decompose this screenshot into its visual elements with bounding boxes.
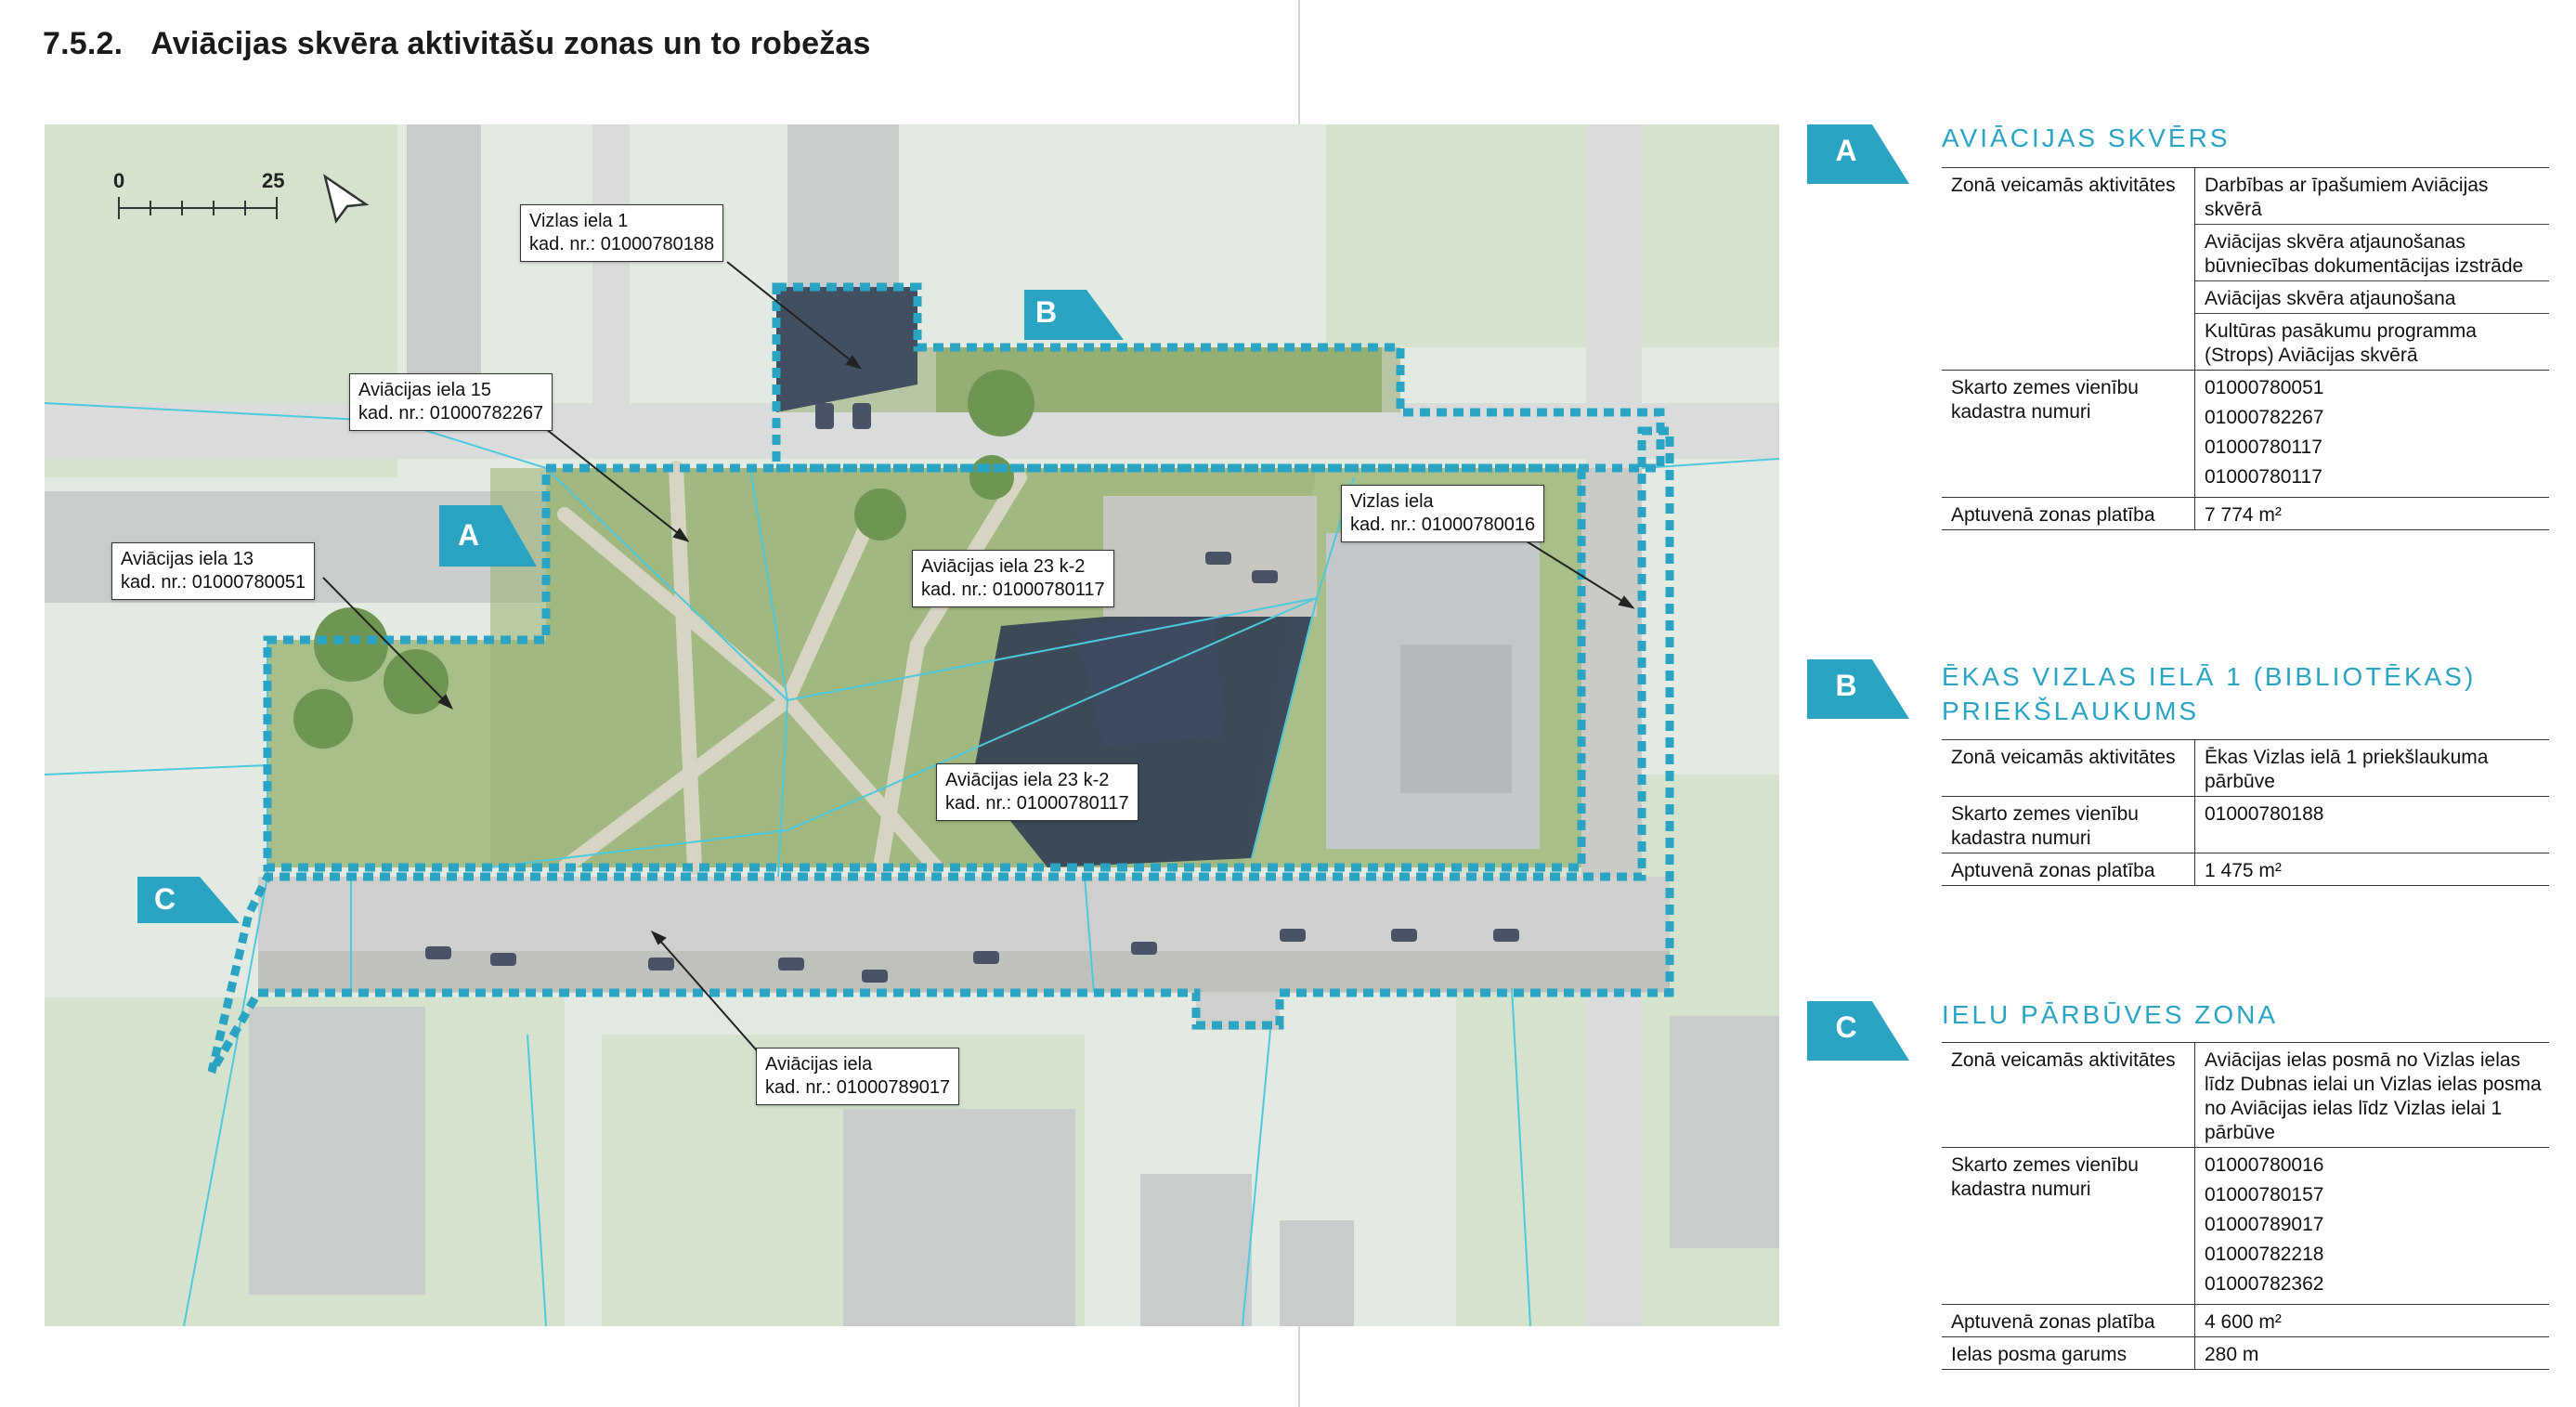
callout-cadastre: kad. nr.: 01000789017 bbox=[765, 1077, 951, 1098]
row-key: Aptuvenā zonas platība bbox=[1942, 853, 2195, 886]
row-value-list: 01000780051 01000782267 01000780117 0100… bbox=[2194, 370, 2549, 498]
cadastre-number: 01000780157 bbox=[2205, 1184, 2324, 1205]
row-value: 1 475 m² bbox=[2194, 853, 2549, 886]
row-key: Ielas posma garums bbox=[1942, 1336, 2195, 1370]
row-key: Skarto zemes vienību kadastra numuri bbox=[1942, 370, 2195, 498]
cadastre-number: 01000780117 bbox=[2205, 436, 2322, 458]
callout-address: Vizlas iela 1 bbox=[529, 211, 629, 231]
zone-a-title: AVIĀCIJAS SKVĒRS bbox=[1942, 121, 2230, 155]
section-number: 7.5.2. bbox=[43, 26, 124, 61]
callout-address: Aviācijas iela 15 bbox=[358, 380, 492, 400]
row-key: Zonā veicamās aktivitātes bbox=[1942, 167, 2195, 371]
aerial-map[interactable]: 0 25 B A C Vizlas iela 1 kad. nr.: 01000… bbox=[45, 124, 1779, 1326]
callout-aviacijas-iela-13[interactable]: Aviācijas iela 13 kad. nr.: 01000780051 bbox=[111, 542, 316, 600]
row-key: Zonā veicamās aktivitātes bbox=[1942, 1042, 2195, 1148]
zone-b-title-line: ĒKAS VIZLAS IELĀ 1 (BIBLIOTĒKAS) bbox=[1942, 662, 2477, 691]
callout-cadastre: kad. nr.: 01000780117 bbox=[921, 580, 1105, 600]
callout-cadastre: kad. nr.: 01000782267 bbox=[358, 403, 544, 423]
table-row: Skarto zemes vienību kadastra numuri 010… bbox=[1942, 796, 2549, 853]
table-row: Aptuvenā zonas platība 4 600 m² bbox=[1942, 1304, 2549, 1337]
zone-c-badge-letter: C bbox=[1835, 1010, 1857, 1044]
north-arrow-icon bbox=[322, 174, 370, 224]
table-row: Aviācijas skvēra atjaunošanas būvniecība… bbox=[1942, 224, 2549, 281]
callout-cadastre: kad. nr.: 01000780051 bbox=[121, 572, 306, 593]
callout-cadastre: kad. nr.: 01000780117 bbox=[945, 793, 1129, 814]
row-key: Aptuvenā zonas platība bbox=[1942, 497, 2195, 530]
table-row: Skarto zemes vienību kadastra numuri 010… bbox=[1942, 1147, 2549, 1305]
map-badge-b: B bbox=[1035, 295, 1058, 329]
zone-c-panel: C IELU PĀRBŪVES ZONA Zonā veicamās aktiv… bbox=[1807, 1000, 2550, 1391]
callout-address: Aviācijas iela 23 k-2 bbox=[921, 556, 1086, 577]
zone-c-table: Zonā veicamās aktivitātes Aviācijas iela… bbox=[1942, 1042, 2549, 1370]
cadastre-number: 01000780051 bbox=[2205, 377, 2324, 398]
callout-address: Vizlas iela bbox=[1350, 491, 1434, 512]
table-row: Zonā veicamās aktivitātes Ēkas Vizlas ie… bbox=[1942, 739, 2549, 797]
zone-b-table: Zonā veicamās aktivitātes Ēkas Vizlas ie… bbox=[1942, 739, 2549, 886]
zone-b-badge-letter: B bbox=[1835, 669, 1857, 702]
zone-a-badge-letter: A bbox=[1835, 134, 1857, 167]
cadastre-number: 01000789017 bbox=[2205, 1214, 2324, 1235]
callout-vizlas-iela[interactable]: Vizlas iela kad. nr.: 01000780016 bbox=[1341, 485, 1545, 542]
callout-aviacijas-iela[interactable]: Aviācijas iela kad. nr.: 01000789017 bbox=[756, 1048, 960, 1105]
row-value: Darbības ar īpašumiem Aviācijas skvērā bbox=[2194, 167, 2549, 225]
row-key: Aptuvenā zonas platība bbox=[1942, 1304, 2195, 1337]
zone-b-title-line: PRIEKŠLAUKUMS bbox=[1942, 697, 2200, 725]
row-key: Skarto zemes vienību kadastra numuri bbox=[1942, 796, 2195, 853]
table-row: Skarto zemes vienību kadastra numuri 010… bbox=[1942, 370, 2549, 498]
callout-aviacijas-iela-23k2-south[interactable]: Aviācijas iela 23 k-2 kad. nr.: 01000780… bbox=[936, 763, 1138, 821]
zone-a-table: Zonā veicamās aktivitātes Darbības ar īp… bbox=[1942, 167, 2549, 530]
row-value: Aviācijas ielas posmā no Vizlas ielas lī… bbox=[2194, 1042, 2549, 1148]
zone-a-badge: A bbox=[1807, 124, 1909, 184]
callout-address: Aviācijas iela bbox=[765, 1054, 873, 1075]
callout-aviacijas-iela-23k2-north[interactable]: Aviācijas iela 23 k-2 kad. nr.: 01000780… bbox=[912, 550, 1114, 607]
row-value: 4 600 m² bbox=[2194, 1304, 2549, 1337]
table-row: Kultūras pasākumu programma (Strops) Avi… bbox=[1942, 313, 2549, 371]
zone-c-badge: C bbox=[1807, 1001, 1909, 1061]
row-value: 01000780188 bbox=[2194, 796, 2549, 853]
table-row: Zonā veicamās aktivitātes Darbības ar īp… bbox=[1942, 167, 2549, 371]
cadastre-number: 01000782267 bbox=[2205, 407, 2324, 428]
row-value: 7 774 m² bbox=[2194, 497, 2549, 530]
row-value: Ēkas Vizlas ielā 1 priekšlaukuma pārbūve bbox=[2194, 739, 2549, 797]
table-row: Ielas posma garums 280 m bbox=[1942, 1336, 2549, 1370]
map-badge-c: C bbox=[154, 882, 176, 916]
zone-a-title-line: AVIĀCIJAS SKVĒRS bbox=[1942, 124, 2231, 152]
map-drawing bbox=[45, 124, 1779, 1326]
cadastre-number: 01000780117 bbox=[2205, 466, 2322, 488]
row-value: Aviācijas skvēra atjaunošanas būvniecība… bbox=[2194, 224, 2549, 281]
row-value: Kultūras pasākumu programma (Strops) Avi… bbox=[2194, 313, 2549, 371]
cadastre-number: 01000780016 bbox=[2205, 1154, 2324, 1176]
zone-b-title: ĒKAS VIZLAS IELĀ 1 (BIBLIOTĒKAS) PRIEKŠL… bbox=[1942, 659, 2476, 728]
table-row: Aptuvenā zonas platība 1 475 m² bbox=[1942, 853, 2549, 886]
scale-end-label: 25 bbox=[262, 169, 285, 192]
row-value: 280 m bbox=[2194, 1336, 2549, 1370]
zone-c-title: IELU PĀRBŪVES ZONA bbox=[1942, 997, 2278, 1032]
row-value-list: 01000780016 01000780157 01000789017 0100… bbox=[2194, 1147, 2549, 1305]
map-badge-a: A bbox=[458, 518, 480, 552]
callout-cadastre: kad. nr.: 01000780016 bbox=[1350, 515, 1536, 535]
table-row: Aviācijas skvēra atjaunošana bbox=[1942, 280, 2549, 314]
callout-address: Aviācijas iela 23 k-2 bbox=[945, 770, 1110, 790]
zone-a-panel: A AVIĀCIJAS SKVĒRS Zonā veicamās aktivit… bbox=[1807, 124, 2550, 561]
zone-b-panel: B ĒKAS VIZLAS IELĀ 1 (BIBLIOTĒKAS) PRIEK… bbox=[1807, 659, 2550, 901]
page-title: 7.5.2. Aviācijas skvēra aktivitāšu zonas … bbox=[43, 26, 871, 62]
section-title: Aviācijas skvēra aktivitāšu zonas un to … bbox=[150, 26, 871, 61]
scale-start-label: 0 bbox=[113, 169, 125, 192]
zone-c-title-line: IELU PĀRBŪVES ZONA bbox=[1942, 1000, 2279, 1029]
cadastre-number: 01000782362 bbox=[2205, 1273, 2324, 1295]
table-row: Zonā veicamās aktivitātes Aviācijas iela… bbox=[1942, 1042, 2549, 1148]
callout-cadastre: kad. nr.: 01000780188 bbox=[529, 234, 715, 254]
callout-address: Aviācijas iela 13 bbox=[121, 549, 254, 569]
callout-vizlas-iela-1[interactable]: Vizlas iela 1 kad. nr.: 01000780188 bbox=[520, 204, 724, 262]
row-key: Zonā veicamās aktivitātes bbox=[1942, 739, 2195, 797]
row-key: Skarto zemes vienību kadastra numuri bbox=[1942, 1147, 2195, 1305]
table-row: Aptuvenā zonas platība 7 774 m² bbox=[1942, 497, 2549, 530]
cadastre-number: 01000782218 bbox=[2205, 1244, 2324, 1265]
callout-aviacijas-iela-15[interactable]: Aviācijas iela 15 kad. nr.: 01000782267 bbox=[349, 373, 553, 431]
row-value: Aviācijas skvēra atjaunošana bbox=[2194, 280, 2549, 314]
zone-b-badge: B bbox=[1807, 659, 1909, 719]
